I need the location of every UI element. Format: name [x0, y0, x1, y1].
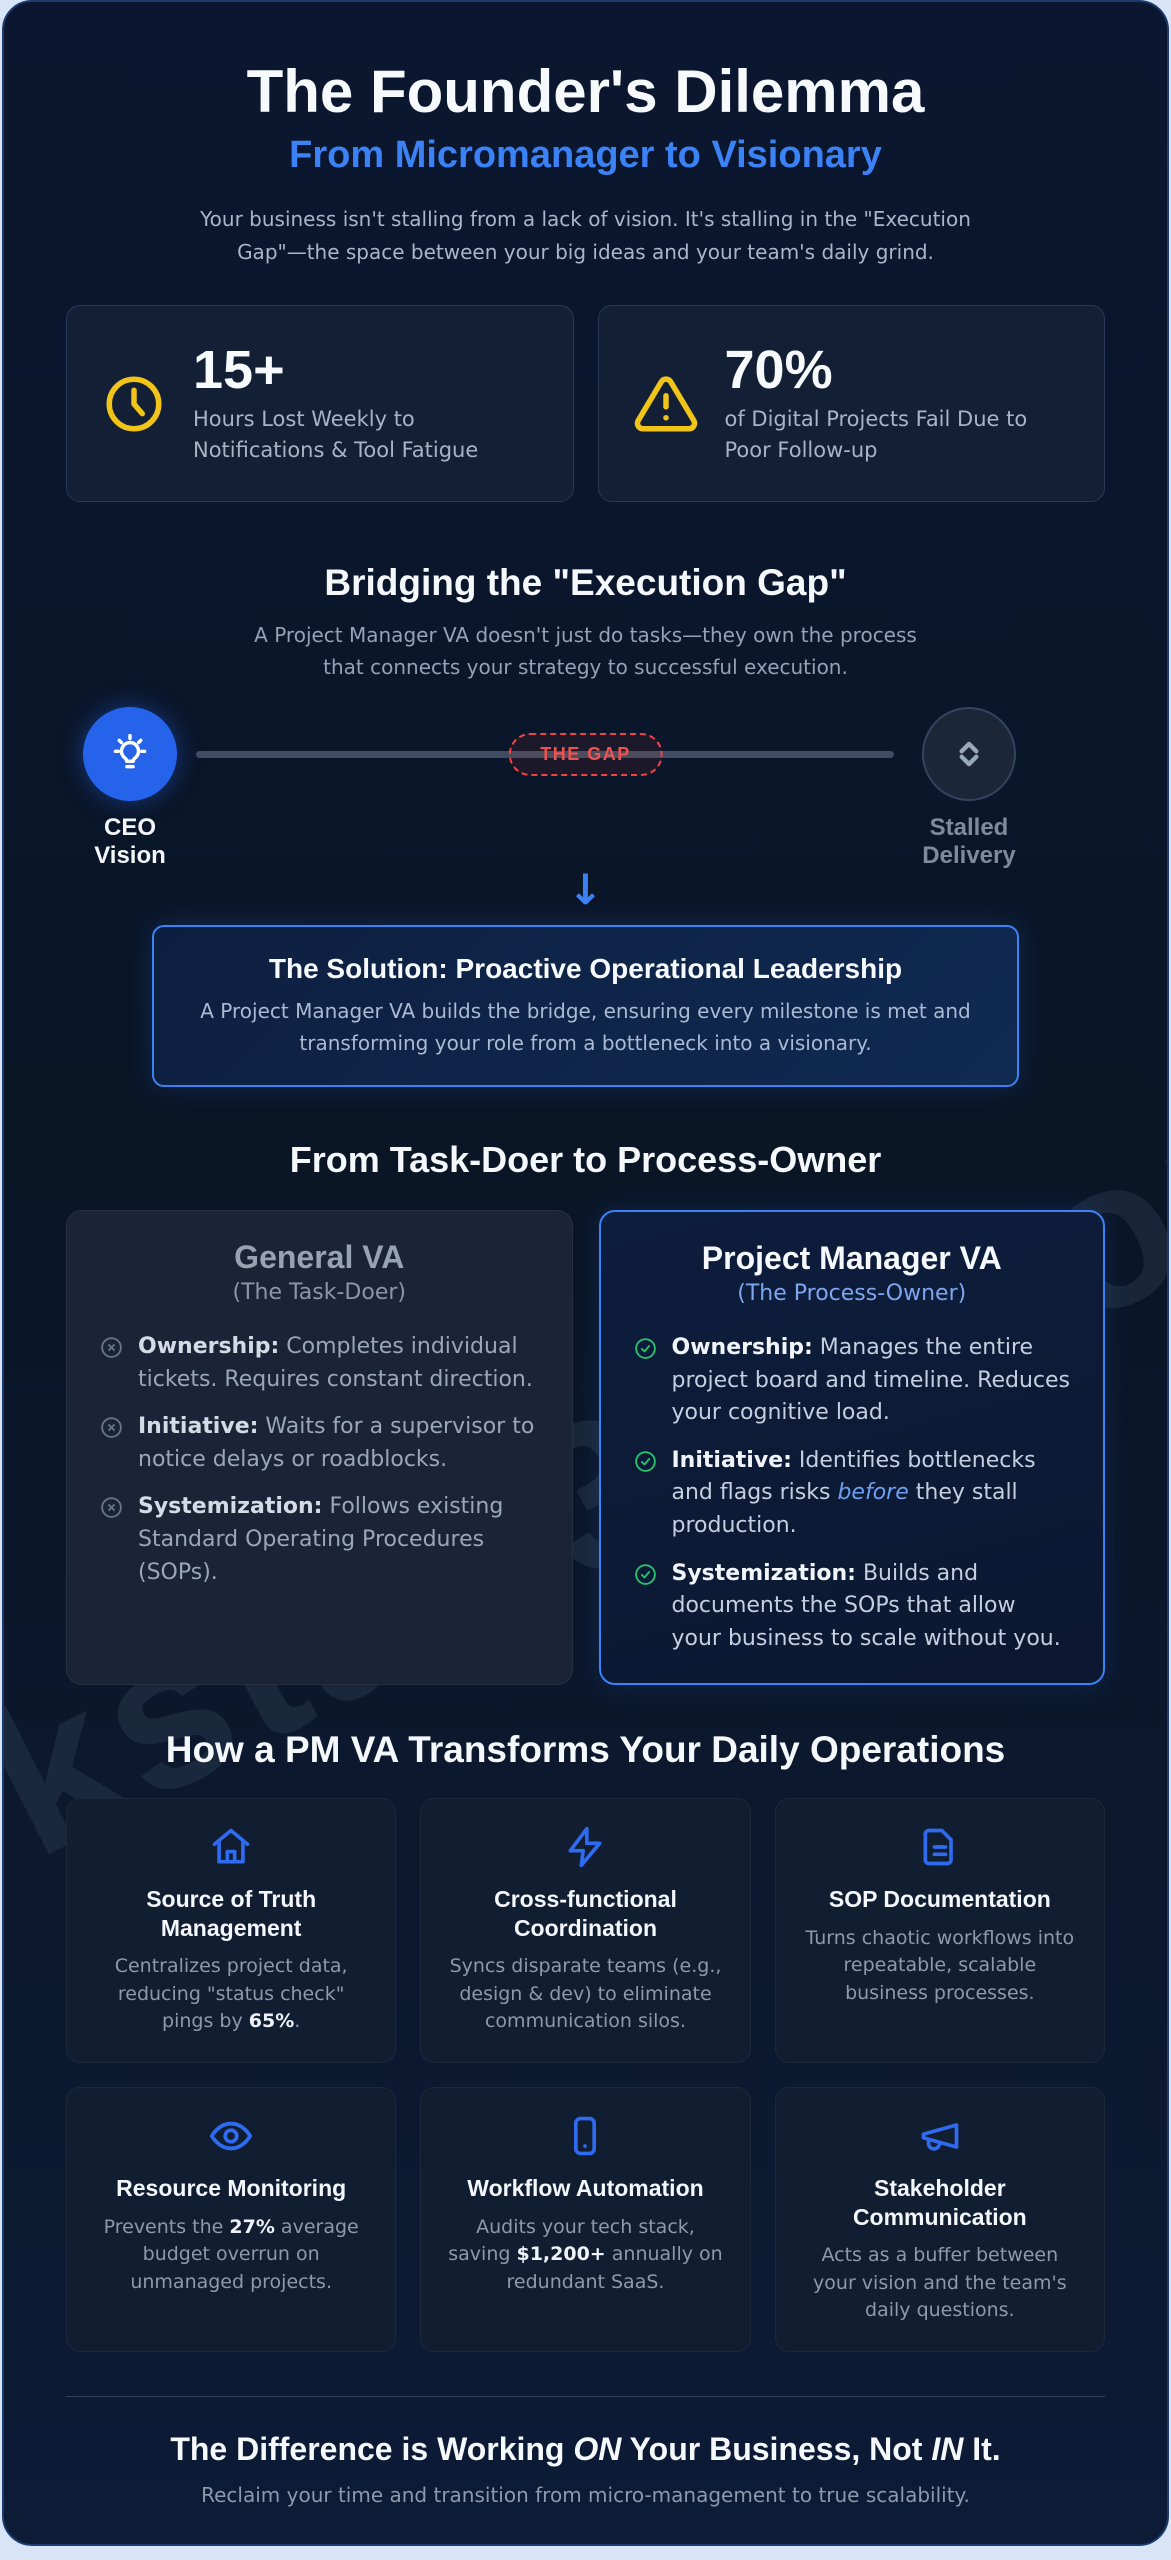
circle-x-icon [99, 1335, 124, 1396]
ceo-vision-node: CEO Vision [74, 706, 186, 870]
list-item-text: Systemization: Follows existing Standard… [138, 1494, 504, 1585]
node-label: Stalled Delivery [922, 813, 1016, 869]
card-title: Project Manager VA [701, 1240, 1002, 1277]
stat-content: 70% of Digital Projects Fail Due to Poor… [725, 342, 1071, 466]
file-text-icon [800, 1825, 1080, 1869]
list-item-text: Systemization: Builds and documents the … [671, 1560, 1061, 1651]
solution-callout: The Solution: Proactive Operational Lead… [152, 924, 1019, 1087]
section-heading: Bridging the "Execution Gap" [324, 562, 847, 604]
circle-check-icon [633, 1449, 658, 1543]
stats-section: 15+ Hours Lost Weekly to Notifications &… [4, 304, 1167, 503]
list-item: Ownership: Manages the entire project bo… [633, 1332, 1072, 1430]
card-title: General VA [234, 1239, 405, 1276]
card-description: Audits your tech stack, saving $1,200+ a… [448, 2215, 723, 2293]
card-title: SOP Documentation [828, 1885, 1051, 1912]
home-icon [91, 1825, 371, 1869]
operations-grid: Source of Truth Management Centralizes p… [66, 1797, 1105, 2353]
comparison-grid: General VA (The Task-Doer) Ownership: Co… [66, 1210, 1105, 1686]
op-card-stakeholder-communication: Stakeholder Communication Acts as a buff… [774, 2086, 1105, 2353]
zap-icon [445, 1825, 725, 1869]
circle-check-icon [633, 1336, 658, 1430]
comparison-section: From Task-Doer to Process-Owner General … [4, 1138, 1167, 1686]
stat-card-projects-fail: 70% of Digital Projects Fail Due to Poor… [597, 304, 1105, 503]
feature-list: Ownership: Completes individual tickets.… [99, 1331, 540, 1589]
card-description: Turns chaotic workflows into repeatable,… [805, 1926, 1075, 2004]
circle-check-icon [633, 1562, 658, 1656]
stalled-delivery-node: Stalled Delivery [881, 706, 1057, 870]
solution-title: The Solution: Proactive Operational Lead… [268, 952, 903, 984]
card-title: Stakeholder Communication [852, 2174, 1027, 2230]
footer-domain: workstaff360.com [66, 2544, 1105, 2546]
card-subtitle: (The Process-Owner) [737, 1281, 967, 1307]
operations-section: How a PM VA Transforms Your Daily Operat… [4, 1729, 1167, 2353]
op-card-coordination: Cross-functional Coordination Syncs disp… [420, 1797, 751, 2063]
list-item: Systemization: Builds and documents the … [633, 1558, 1072, 1656]
footer-subheading: Reclaim your time and transition from mi… [201, 2483, 970, 2508]
card-subtitle: (The Task-Doer) [232, 1280, 406, 1306]
op-card-resource-monitoring: Resource Monitoring Prevents the 27% ave… [66, 2086, 397, 2353]
section-heading: From Task-Doer to Process-Owner [289, 1138, 882, 1180]
stat-content: 15+ Hours Lost Weekly to Notifications &… [193, 342, 539, 466]
footer: The Difference is Working ON Your Busine… [4, 2431, 1167, 2546]
card-title: Workflow Automation [467, 2174, 704, 2201]
feature-list: Ownership: Manages the entire project bo… [633, 1332, 1072, 1655]
intro-paragraph: Your business isn't stalling from a lack… [200, 206, 971, 264]
stat-value: 70% [724, 339, 833, 400]
card-description: Syncs disparate teams (e.g., design & de… [449, 1955, 722, 2033]
gap-badge: THE GAP [508, 732, 663, 776]
op-card-sop-documentation: SOP Documentation Turns chaotic workflow… [774, 1797, 1105, 2063]
stat-label: of Digital Projects Fail Due to Poor Fol… [724, 407, 1028, 462]
card-title: Resource Monitoring [116, 2174, 347, 2201]
list-item: Initiative: Waits for a supervisor to no… [99, 1411, 540, 1476]
list-item-text: Ownership: Manages the entire project bo… [671, 1335, 1070, 1426]
circle-x-icon [99, 1495, 124, 1589]
stat-card-hours-lost: 15+ Hours Lost Weekly to Notifications &… [66, 304, 574, 503]
page-title: The Founder's Dilemma [246, 58, 925, 125]
chevrons-up-down-icon [922, 706, 1016, 801]
megaphone-icon [800, 2114, 1080, 2158]
general-va-card: General VA (The Task-Doer) Ownership: Co… [66, 1210, 573, 1686]
footer-heading: The Difference is Working ON Your Busine… [170, 2431, 1001, 2468]
card-description: Acts as a buffer between your vision and… [813, 2244, 1067, 2322]
circle-x-icon [99, 1415, 124, 1476]
clock-icon [101, 371, 167, 437]
warning-triangle-icon [633, 371, 699, 437]
op-card-source-of-truth: Source of Truth Management Centralizes p… [66, 1797, 397, 2063]
execution-gap-section: Bridging the "Execution Gap" A Project M… [4, 562, 1167, 1087]
card-title: Source of Truth Management [146, 1885, 317, 1941]
down-arrow-icon: ↓ [567, 864, 604, 914]
node-label: CEO Vision [94, 813, 166, 869]
emphasis-text: before [837, 1480, 909, 1506]
list-item: Initiative: Identifies bottlenecks and f… [633, 1445, 1072, 1543]
eye-icon [91, 2114, 371, 2158]
pm-va-card: Project Manager VA (The Process-Owner) O… [598, 1210, 1105, 1686]
solution-description: A Project Manager VA builds the bridge, … [200, 998, 971, 1055]
section-heading: How a PM VA Transforms Your Daily Operat… [165, 1729, 1006, 1771]
op-card-workflow-automation: Workflow Automation Audits your tech sta… [420, 2086, 751, 2353]
stat-label: Hours Lost Weekly to Notifications & Too… [193, 407, 479, 462]
gap-diagram: CEO Vision THE GAP Stalled Delivery [66, 706, 1105, 869]
stat-value: 15+ [193, 339, 285, 400]
list-item-text: Ownership: Completes individual tickets.… [138, 1334, 533, 1392]
list-item-text: Initiative: Identifies bottlenecks and f… [671, 1447, 1036, 1539]
card-description: Centralizes project data, reducing "stat… [114, 1955, 348, 2033]
header: The Founder's Dilemma From Micromanager … [4, 2, 1167, 269]
list-item-text: Initiative: Waits for a supervisor to no… [138, 1414, 535, 1472]
list-item: Systemization: Follows existing Standard… [99, 1491, 540, 1589]
list-item: Ownership: Completes individual tickets.… [99, 1331, 540, 1396]
card-description: Prevents the 27% average budget overrun … [103, 2215, 359, 2293]
footer-divider [66, 2396, 1105, 2398]
section-description: A Project Manager VA doesn't just do tas… [254, 622, 917, 679]
smartphone-icon [445, 2114, 725, 2158]
lightbulb-icon [83, 706, 177, 801]
card-title: Cross-functional Coordination [494, 1885, 677, 1941]
page-subtitle: From Micromanager to Visionary [289, 134, 882, 177]
